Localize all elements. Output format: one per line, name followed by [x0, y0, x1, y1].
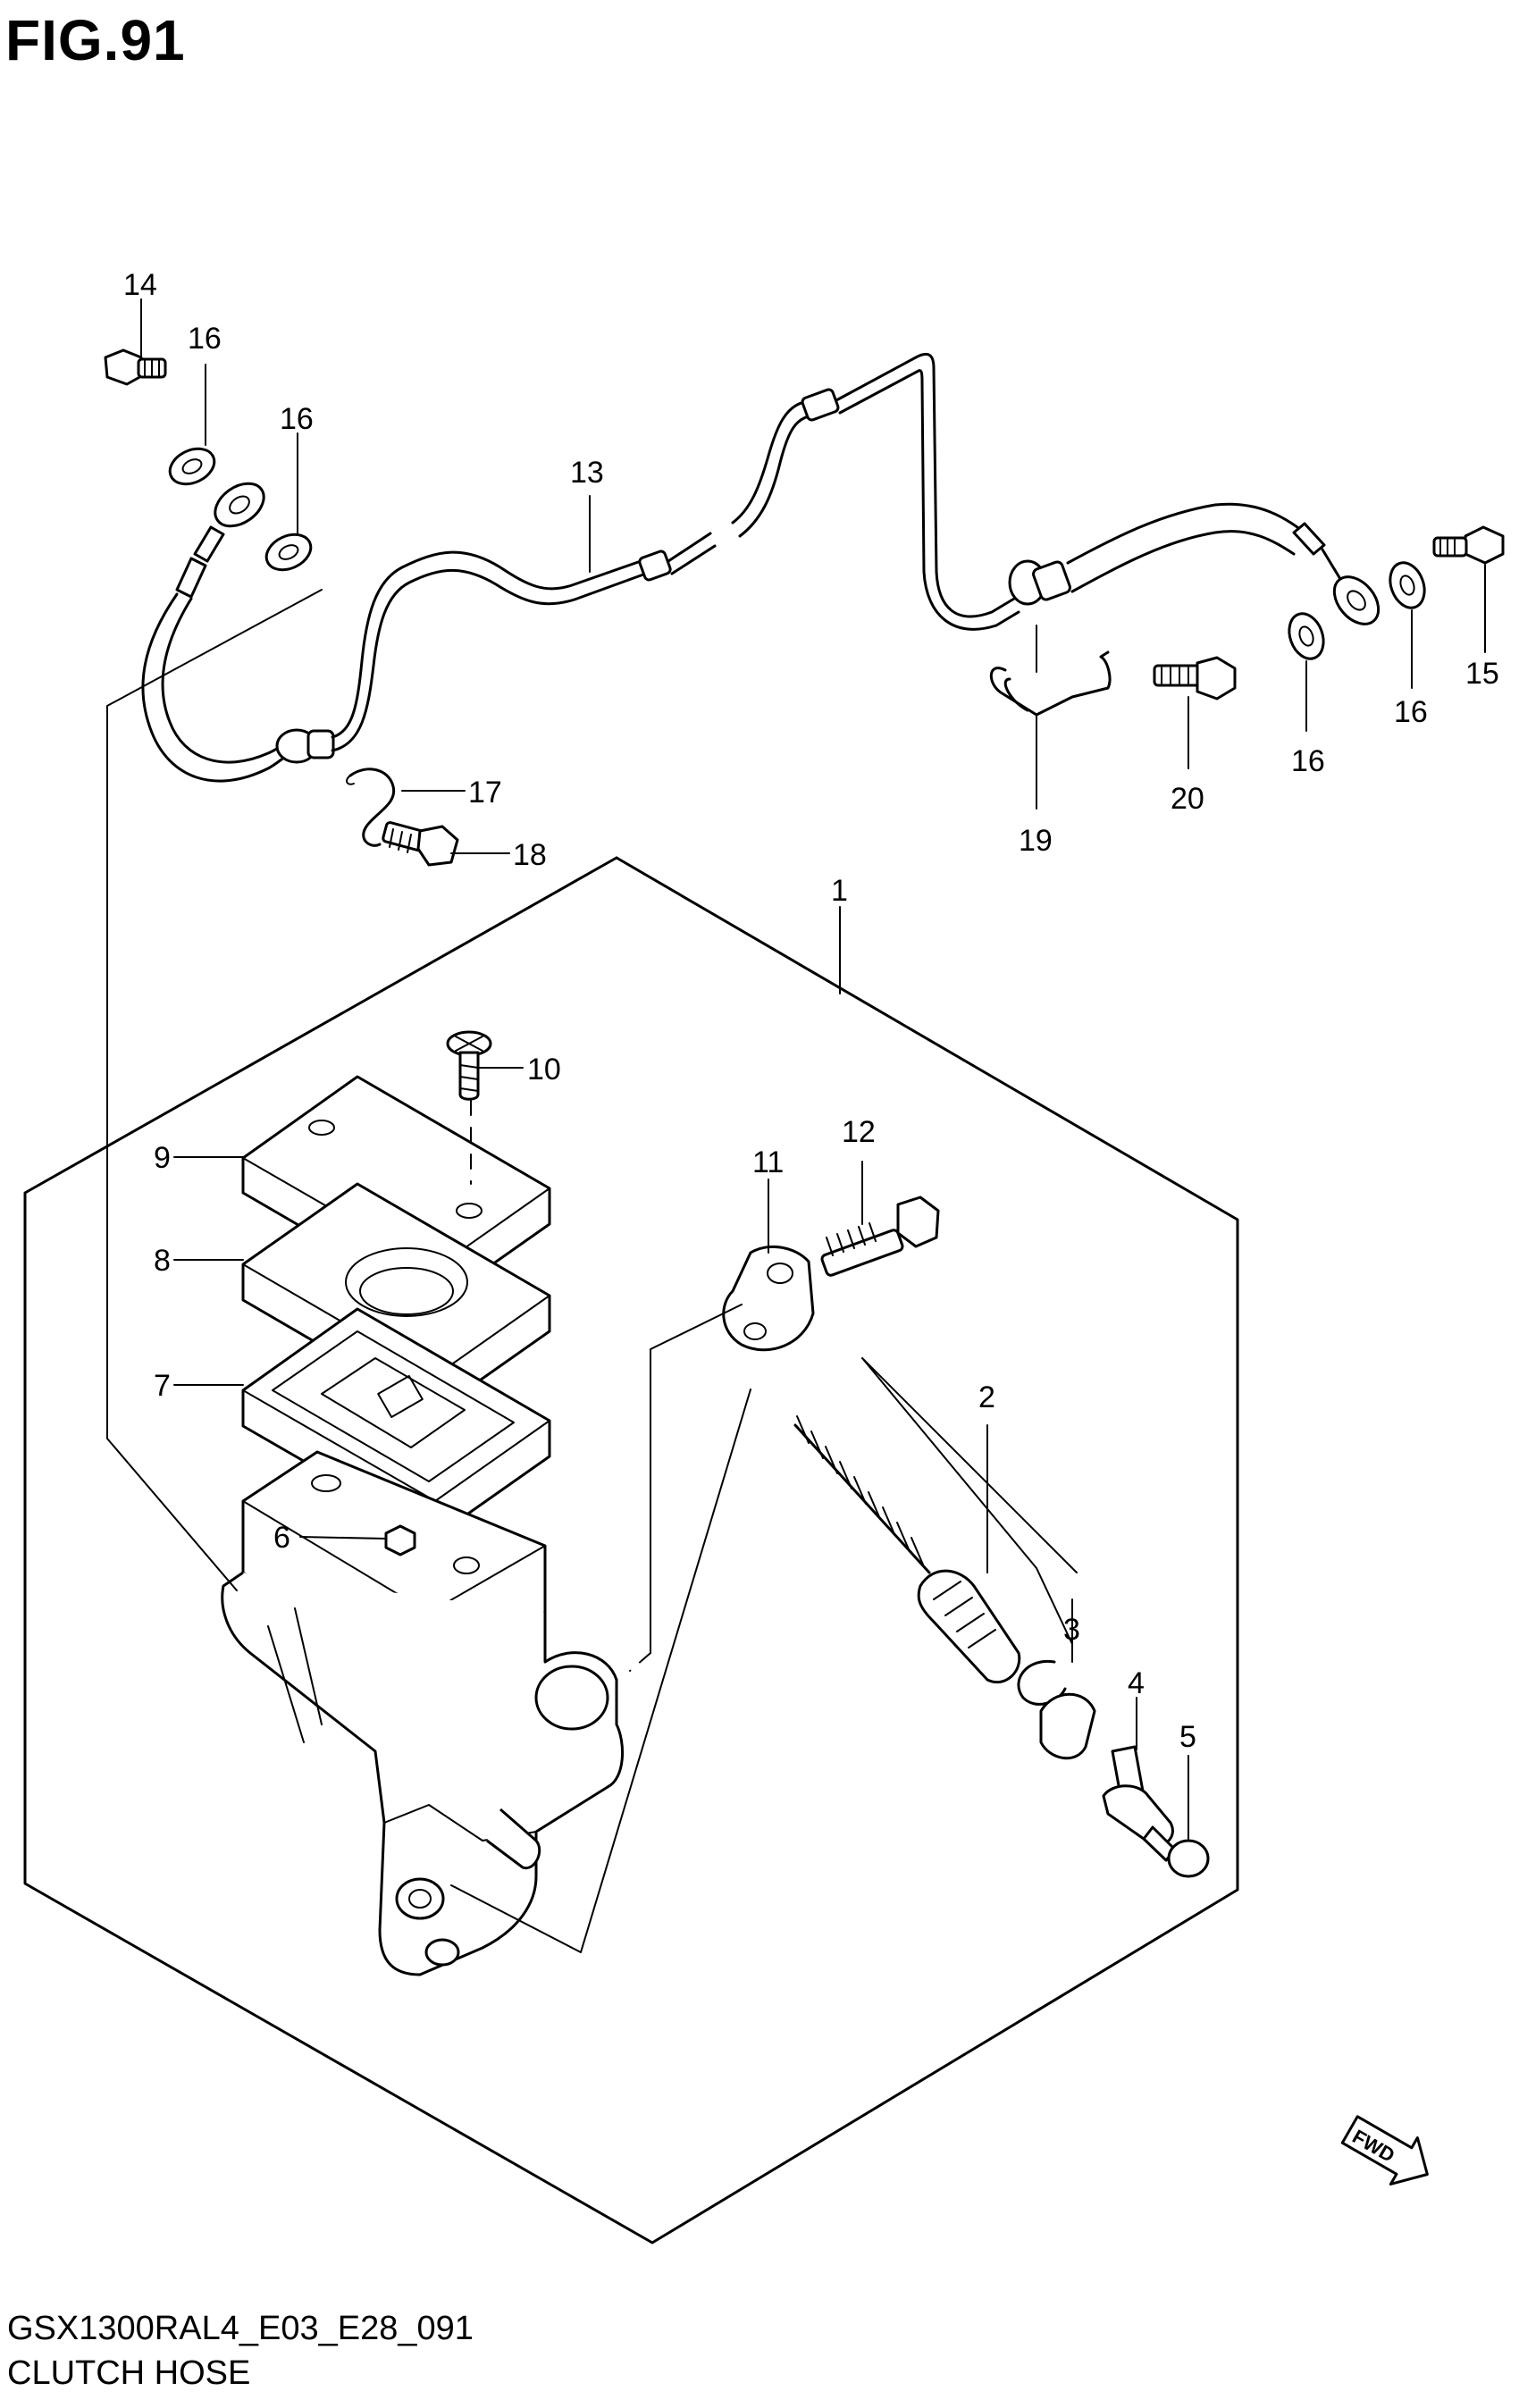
callout-3: 3 — [1063, 1613, 1080, 1647]
leader-lines — [140, 298, 1486, 1840]
bolt-14 — [104, 348, 167, 386]
washer-16-b — [264, 533, 313, 572]
piston-2 — [917, 1569, 1021, 1684]
callout-16-d: 16 — [1291, 744, 1325, 778]
clutch-hose — [141, 353, 1381, 783]
callout-4: 4 — [1128, 1666, 1145, 1700]
cap-5 — [1167, 1839, 1210, 1878]
figure-title: FIG.91 — [5, 8, 186, 72]
spring — [793, 1415, 931, 1574]
master-cylinder-body — [221, 1450, 625, 1976]
callout-14: 14 — [123, 268, 157, 302]
assembly-frame — [23, 856, 1239, 2244]
callout-19: 19 — [1019, 824, 1053, 858]
holder-11 — [722, 1245, 815, 1352]
nut-6 — [384, 1524, 416, 1556]
callout-2: 2 — [978, 1380, 995, 1414]
guide-lines — [106, 589, 1078, 1953]
callout-16-b: 16 — [280, 402, 314, 436]
drawing-code: GSX1300RAL4_E03_E28_091 — [7, 2310, 474, 2347]
clamp-17 — [346, 768, 396, 847]
boot-3 — [1039, 1692, 1096, 1760]
callout-17: 17 — [468, 776, 502, 810]
callout-20: 20 — [1171, 782, 1204, 816]
fwd-arrow-icon: FWD — [1340, 2115, 1429, 2186]
callout-10: 10 — [527, 1053, 561, 1087]
screw-10 — [446, 1030, 492, 1101]
callout-18: 18 — [513, 838, 547, 872]
callout-6: 6 — [273, 1521, 290, 1555]
diaphragm-7 — [241, 1307, 551, 1539]
washer-16-d — [1288, 612, 1325, 660]
callout-16-a: 16 — [188, 322, 222, 356]
callout-16-c: 16 — [1394, 695, 1428, 729]
callout-15: 15 — [1465, 657, 1499, 691]
callout-5: 5 — [1179, 1720, 1196, 1754]
bolt-20 — [1153, 656, 1237, 701]
callout-12: 12 — [842, 1115, 876, 1149]
figure-caption: CLUTCH HOSE — [7, 2354, 251, 2392]
washer-16-c — [1389, 561, 1426, 609]
bolt-12 — [820, 1196, 940, 1277]
callout-11: 11 — [752, 1145, 784, 1179]
callout-8: 8 — [154, 1244, 171, 1278]
callout-7: 7 — [154, 1369, 171, 1403]
callout-9: 9 — [154, 1141, 171, 1175]
callout-1: 1 — [831, 874, 848, 908]
clamp-19 — [989, 650, 1112, 717]
bolt-15 — [1432, 525, 1505, 565]
callout-labels: 14 16 16 13 17 18 19 20 16 16 15 1 10 9 … — [123, 268, 1499, 1754]
push-rod-4 — [1102, 1745, 1177, 1862]
callout-13: 13 — [570, 456, 604, 490]
washer-16-a — [168, 447, 216, 486]
bolt-18 — [382, 821, 459, 867]
